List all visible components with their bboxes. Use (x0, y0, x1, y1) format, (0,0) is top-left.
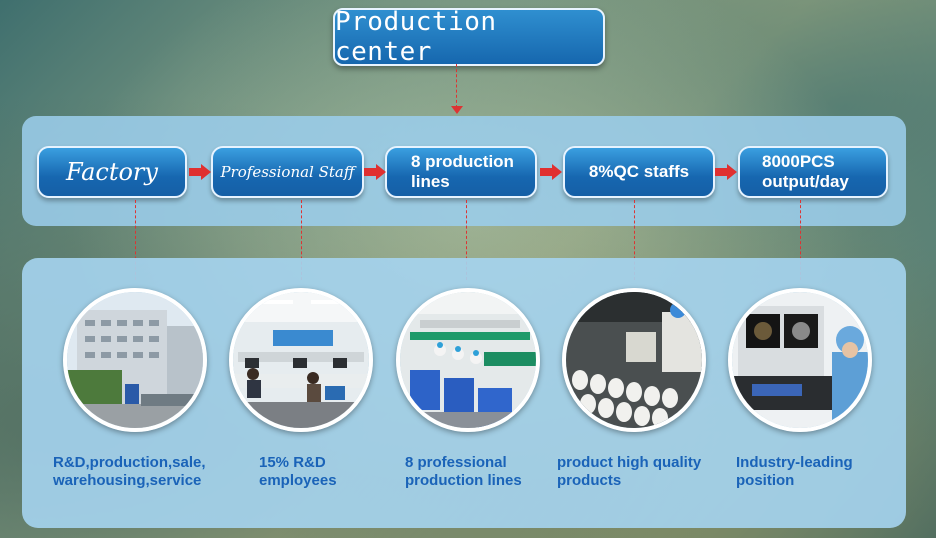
caption-factory: R&D,production,sale, warehousing,service (53, 454, 206, 489)
title-arrow-head (451, 106, 463, 114)
factory-building-photo (63, 288, 207, 432)
right-arrow-icon (364, 164, 386, 180)
title-box: Production center (333, 7, 605, 67)
right-arrow-icon (715, 164, 737, 180)
step-output: 8000PCS output/day (738, 146, 888, 198)
step-factory: Factory (37, 146, 187, 198)
production-line-photo (396, 288, 540, 432)
page-title: Production center (335, 7, 497, 67)
step-label: 8000PCS output/day (762, 152, 849, 191)
caption-production-lines: 8 professional production lines (405, 454, 522, 489)
right-arrow-icon (189, 164, 211, 180)
right-arrow-icon (540, 164, 562, 180)
qc-inspection-photo (562, 288, 706, 432)
step-qc-staffs: 8%QC staffs (563, 146, 715, 198)
testing-machine-photo (728, 288, 872, 432)
step-label: Factory (66, 158, 158, 186)
step-professional-staff: Professional Staff (211, 146, 364, 198)
caption-output: Industry-leading position (736, 454, 853, 489)
caption-qc: product high quality products (557, 454, 702, 489)
step-label: 8 production lines (411, 152, 514, 191)
caption-staff: 15% R&D employees (259, 454, 337, 489)
step-production-lines: 8 production lines (385, 146, 537, 198)
connector-line (634, 200, 635, 280)
connector-line (135, 200, 136, 280)
title-connector (456, 64, 457, 108)
office-staff-photo (229, 288, 373, 432)
connector-line (301, 200, 302, 280)
step-label: 8%QC staffs (588, 162, 690, 181)
connector-line (466, 200, 467, 280)
step-label: Professional Staff (220, 163, 355, 181)
connector-line (800, 200, 801, 280)
